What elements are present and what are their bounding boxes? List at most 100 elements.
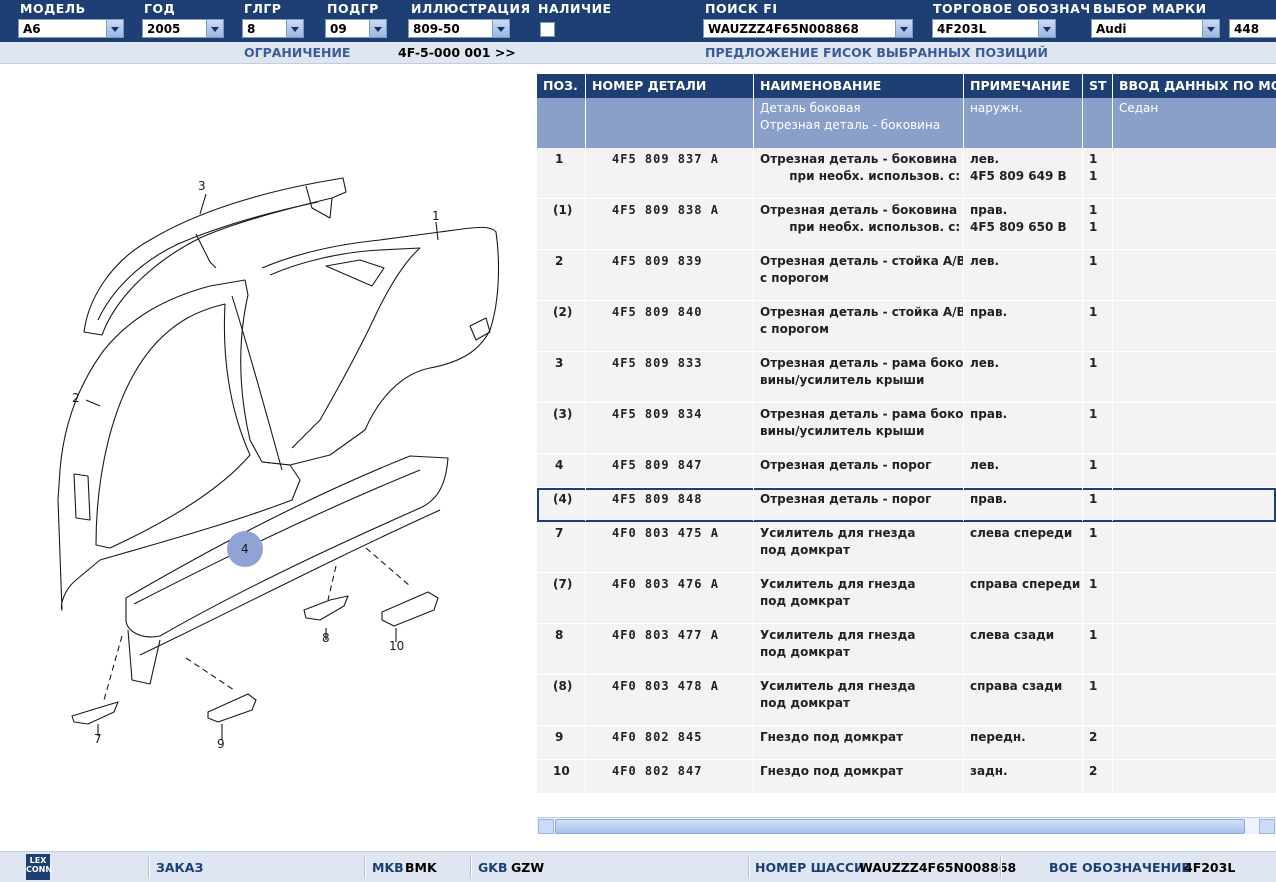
sub-group-select[interactable]: 09 — [325, 19, 387, 38]
chevron-down-icon[interactable] — [286, 20, 303, 37]
chevron-down-icon[interactable] — [369, 20, 386, 37]
st-cell: 1 — [1083, 250, 1113, 300]
restriction-link[interactable]: 4F-5-000 001 >> — [398, 45, 516, 60]
sub-info-bar: ОГРАНИЧЕНИЕ 4F-5-000 001 >> ПРЕДЛОЖЕНИЕ … — [0, 42, 1276, 64]
horizontal-scrollbar[interactable] — [537, 817, 1276, 834]
name-cell: Усилитель для гнезда под домкрат — [754, 522, 964, 572]
lexcom-logo: LEX CONN — [26, 854, 52, 880]
st-cell: 2 — [1083, 726, 1113, 759]
chevron-down-icon[interactable] — [895, 20, 912, 37]
restriction-label: ОГРАНИЧЕНИЕ — [244, 45, 351, 60]
st-cell: 1 — [1083, 624, 1113, 674]
scroll-left-arrow-icon[interactable] — [538, 819, 554, 834]
model-cell — [1113, 250, 1276, 300]
table-row[interactable]: 7 4F0 803 475 A Усилитель для гнезда под… — [537, 522, 1276, 573]
model-cell — [1113, 488, 1276, 521]
offer-link[interactable]: ПРЕДЛОЖЕНИЕ FИСОК ВЫБРАННЫХ ПОЗИЦИЙ — [705, 45, 1048, 60]
gkb-label: GKB — [478, 860, 508, 875]
table-row[interactable]: (7) 4F0 803 476 A Усилитель для гнезда п… — [537, 573, 1276, 624]
table-row[interactable]: 10 4F0 802 847 Гнездо под домкрат задн. … — [537, 760, 1276, 794]
table-row[interactable]: (1) 4F5 809 838 A Отрезная деталь - боко… — [537, 199, 1276, 250]
search-label: ПОИСК FI — [705, 1, 778, 16]
part-number-cell: 4F0 803 478 A — [586, 675, 754, 725]
table-row-selected[interactable]: (4) 4F5 809 848 Отрезная деталь - порог … — [537, 488, 1276, 522]
model-cell — [1113, 352, 1276, 402]
part-number-cell: 4F5 809 834 — [586, 403, 754, 453]
divider — [148, 856, 150, 878]
callout-3[interactable]: 3 — [198, 179, 206, 193]
model-cell — [1113, 522, 1276, 572]
main-group-select[interactable]: 8 — [242, 19, 304, 38]
selected-position-marker[interactable] — [227, 531, 263, 567]
divider — [748, 856, 750, 878]
group-part-cell — [586, 98, 754, 148]
part-number-cell: 4F5 809 839 — [586, 250, 754, 300]
callout-8[interactable]: 8 — [322, 631, 330, 645]
col-name-header[interactable]: НАИМЕНОВАНИЕ — [754, 74, 964, 98]
table-row[interactable]: 8 4F0 803 477 A Усилитель для гнезда под… — [537, 624, 1276, 675]
availability-checkbox[interactable] — [540, 22, 555, 37]
name-cell: Усилитель для гнезда под домкрат — [754, 675, 964, 725]
pos-cell: 1 — [537, 148, 586, 198]
callout-4[interactable]: 4 — [241, 542, 249, 556]
model-cell — [1113, 148, 1276, 198]
search-select[interactable]: WAUZZZ4F65N008868 — [703, 19, 913, 38]
col-note-header[interactable]: ПРИМЕЧАНИЕ — [964, 74, 1083, 98]
pos-cell: (8) — [537, 675, 586, 725]
chevron-down-icon[interactable] — [1202, 20, 1219, 37]
callout-2[interactable]: 2 — [72, 391, 80, 405]
table-row[interactable]: (3) 4F5 809 834 Отрезная деталь - рама б… — [537, 403, 1276, 454]
scroll-right-arrow-icon[interactable] — [1259, 819, 1275, 834]
divider — [470, 856, 472, 878]
pos-cell: 8 — [537, 624, 586, 674]
chevron-down-icon[interactable] — [1038, 20, 1055, 37]
divider — [1000, 856, 1002, 878]
order-button[interactable]: ЗАКАЗ — [156, 860, 204, 875]
chevron-down-icon[interactable] — [206, 20, 223, 37]
pos-cell: 4 — [537, 454, 586, 487]
parts-illustration[interactable]: 3 1 2 4 8 10 7 9 — [0, 64, 528, 846]
group-note-cell: наружн. — [964, 98, 1083, 148]
callout-7[interactable]: 7 — [94, 732, 102, 746]
table-row[interactable]: (2) 4F5 809 840 Отрезная деталь - стойка… — [537, 301, 1276, 352]
availability-label: НАЛИЧИЕ — [538, 1, 612, 16]
chevron-down-icon[interactable] — [106, 20, 123, 37]
group-pos-cell — [537, 98, 586, 148]
table-row[interactable]: (8) 4F0 803 478 A Усилитель для гнезда п… — [537, 675, 1276, 726]
pos-cell: 2 — [537, 250, 586, 300]
brand-value: Audi — [1096, 22, 1127, 36]
col-st-header[interactable]: ST — [1083, 74, 1113, 98]
callout-1[interactable]: 1 — [432, 209, 440, 223]
model-cell — [1113, 403, 1276, 453]
part-number-cell: 4F5 809 840 — [586, 301, 754, 351]
chevron-down-icon[interactable] — [492, 20, 509, 37]
mkb-value: BMK — [405, 860, 437, 875]
col-pos-header[interactable]: ПОЗ. — [537, 74, 586, 98]
table-row[interactable]: 3 4F5 809 833 Отрезная деталь - рама бок… — [537, 352, 1276, 403]
table-row[interactable]: 9 4F0 802 845 Гнездо под домкрат передн.… — [537, 726, 1276, 760]
table-row[interactable]: 4 4F5 809 847 Отрезная деталь - порог ле… — [537, 454, 1276, 488]
table-row[interactable]: 1 4F5 809 837 A Отрезная деталь - бокови… — [537, 148, 1276, 199]
col-model-header[interactable]: ВВОД ДАННЫХ ПО МОДЕЛИ — [1119, 78, 1276, 93]
model-select[interactable]: A6 — [18, 19, 124, 38]
col-part-header[interactable]: НОМЕР ДЕТАЛИ — [586, 74, 754, 98]
year-select[interactable]: 2005 — [142, 19, 224, 38]
trade-designation-select[interactable]: 4F203L — [932, 19, 1056, 38]
brand-select[interactable]: Audi — [1091, 19, 1220, 38]
st-cell: 1 — [1083, 675, 1113, 725]
scroll-thumb[interactable] — [555, 819, 1245, 834]
name-cell: Отрезная деталь - стойка A/B с порогом — [754, 250, 964, 300]
callout-10[interactable]: 10 — [389, 639, 404, 653]
st-cell: 1 1 — [1083, 199, 1113, 249]
year-value: 2005 — [147, 22, 181, 36]
name-cell: Гнездо под домкрат — [754, 760, 964, 793]
trade-designation-label: ТОРГОВОЕ ОБОЗНАЧЕНИЕ — [933, 1, 1089, 16]
callout-9[interactable]: 9 — [217, 737, 225, 751]
trade-designation-value: 4F203L — [937, 22, 987, 36]
st-cell: 1 — [1083, 488, 1113, 521]
part-number-cell: 4F5 809 837 A — [586, 148, 754, 198]
extra-field[interactable]: 448 — [1229, 19, 1276, 38]
group-header-row: Деталь боковая Отрезная деталь - боковин… — [537, 98, 1276, 148]
table-row[interactable]: 2 4F5 809 839 Отрезная деталь - стойка A… — [537, 250, 1276, 301]
illustration-select[interactable]: 809-50 — [408, 19, 510, 38]
